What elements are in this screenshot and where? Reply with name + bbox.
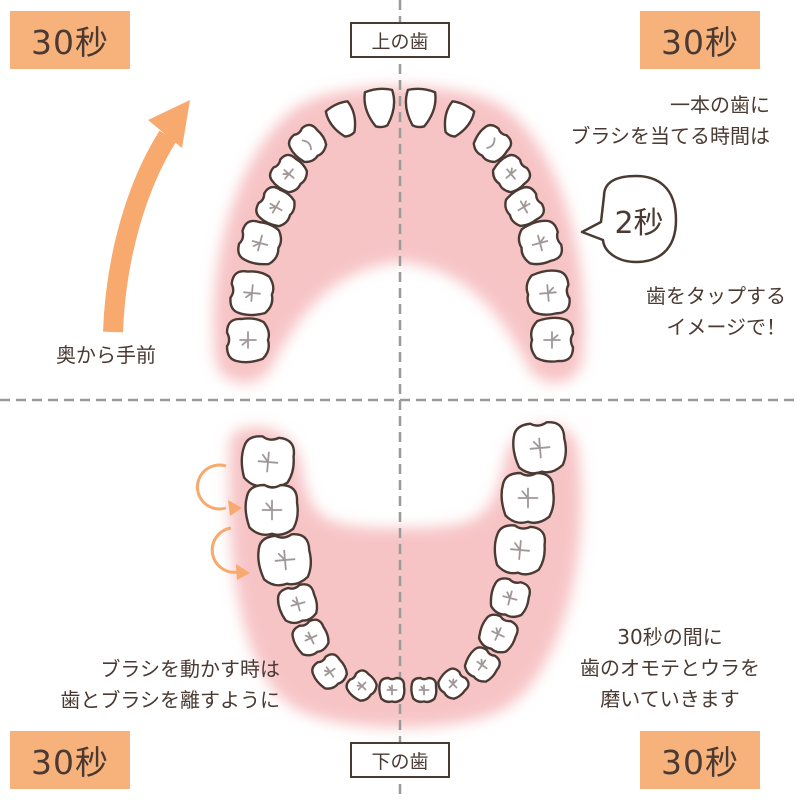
tooth-icon xyxy=(237,219,283,266)
inner-line-3: 磨いていきます xyxy=(600,687,740,711)
tap-line-1: 歯をタップする xyxy=(646,284,786,308)
tooth-icon xyxy=(443,100,476,138)
tooth-icon xyxy=(437,667,470,700)
tooth-icon xyxy=(345,669,378,702)
inner-line-1: 30秒の間に xyxy=(617,625,723,649)
tooth-icon xyxy=(268,153,309,194)
circular-arrow-head xyxy=(236,564,250,580)
speech-bubble-icon xyxy=(580,174,678,264)
tap-line-2: イメージで！ xyxy=(666,315,786,339)
tooth-icon xyxy=(363,87,396,129)
tooth-icon xyxy=(463,646,501,683)
curved-arrow-up-icon xyxy=(103,130,177,333)
tooth-icon xyxy=(410,676,438,704)
duration-badge-top-left: 30秒 xyxy=(10,11,130,69)
tooth-icon xyxy=(311,653,349,690)
tooth-icon xyxy=(493,524,547,576)
tooth-icon xyxy=(276,583,319,625)
tooth-icon xyxy=(255,185,296,228)
move-line-2: 歯とブラシを離すように xyxy=(60,688,280,712)
tooth-icon xyxy=(324,100,357,138)
circular-arrow-head xyxy=(228,500,242,516)
tooth-icon xyxy=(291,618,330,657)
tooth-icon xyxy=(489,577,532,619)
tooth-icon xyxy=(404,87,437,129)
time-per-tooth-line-1: 一本の歯に xyxy=(670,93,770,117)
time-per-tooth-line-2: ブラシを当てる時間は xyxy=(570,124,770,148)
bubble-value: 2秒 xyxy=(614,206,664,241)
tap-note: 歯をタップする イメージで！ xyxy=(590,281,786,343)
tooth-icon xyxy=(225,317,271,364)
circular-arrow-icon xyxy=(195,463,239,574)
duration-badge-bottom-right: 30秒 xyxy=(640,731,760,789)
inner-line-2: 歯のオモテとウラを xyxy=(580,656,760,680)
tooth-icon xyxy=(378,676,406,704)
inner-outer-note: 30秒の間に 歯のオモテとウラを 磨いていきます xyxy=(556,622,784,715)
move-line-1: ブラシを動かす時は xyxy=(100,657,280,681)
upper-teeth xyxy=(225,87,575,364)
lower-jaw-label: 下の歯 xyxy=(350,742,450,778)
tooth-icon xyxy=(500,471,555,525)
arrow-caption: 奥から手前 xyxy=(56,343,156,367)
upper-jaw-label: 上の歯 xyxy=(350,22,450,58)
tooth-icon xyxy=(244,483,299,537)
tooth-icon xyxy=(477,613,519,654)
tooth-icon xyxy=(512,421,568,475)
tooth-icon xyxy=(257,533,313,587)
tooth-icon xyxy=(240,435,296,489)
tooth-icon xyxy=(517,219,564,266)
tooth-icon xyxy=(229,270,275,317)
tooth-icon xyxy=(529,316,575,363)
duration-badge-top-right: 30秒 xyxy=(640,11,760,69)
lower-teeth xyxy=(240,421,568,704)
arrow-head xyxy=(148,100,190,148)
tooth-icon xyxy=(525,269,571,316)
move-brush-note: ブラシを動かす時は 歯とブラシを離すように xyxy=(10,654,280,716)
time-per-tooth-note: 一本の歯に ブラシを当てる時間は xyxy=(560,90,770,152)
tooth-icon xyxy=(287,123,328,164)
tooth-icon xyxy=(472,123,513,164)
duration-badge-bottom-left: 30秒 xyxy=(10,731,130,789)
